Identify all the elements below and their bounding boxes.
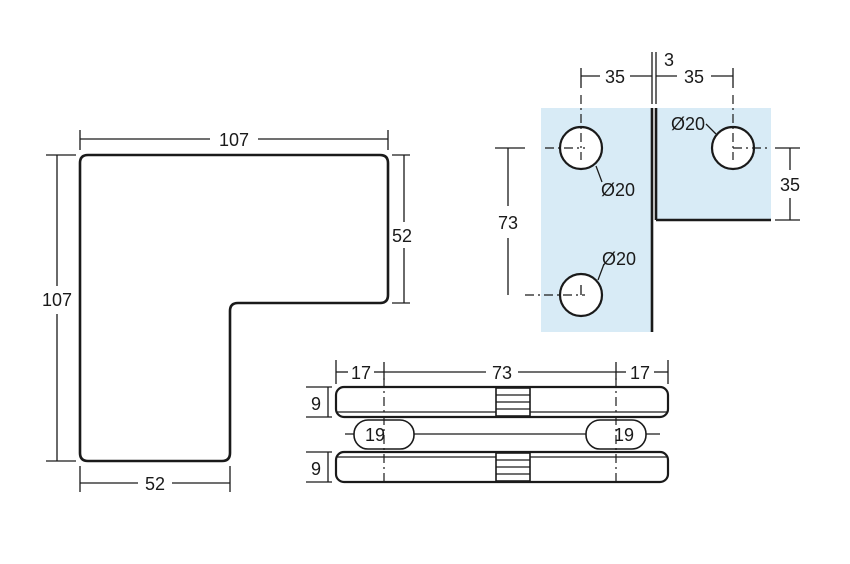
dim-right-offset: 35 <box>684 67 704 87</box>
dim-hole-spacing: 73 <box>498 213 518 233</box>
dim-hole-dia-right: Ø20 <box>671 114 705 134</box>
right-glass-panel <box>656 108 771 220</box>
glass-view: 35 35 3 73 35 Ø20 Ø20 Ø20 <box>495 50 800 332</box>
plan-view: 107 107 52 52 <box>42 130 412 494</box>
dim-gasket-left: 19 <box>365 425 385 445</box>
dim-right-hole-height: 35 <box>780 175 800 195</box>
dim-hole-dia-bottom-left: Ø20 <box>602 249 636 269</box>
dim-center: 73 <box>492 363 512 383</box>
side-view: 17 73 17 9 9 19 19 <box>306 360 670 484</box>
dim-hole-dia-top-left: Ø20 <box>601 180 635 200</box>
dim-left-offset: 35 <box>605 67 625 87</box>
dim-end-right: 17 <box>630 363 650 383</box>
dim-overall-height: 107 <box>42 290 72 310</box>
dim-bottom-leg-width: 52 <box>145 474 165 494</box>
dim-gap: 3 <box>664 50 674 70</box>
dim-plate-top-thickness: 9 <box>311 394 321 414</box>
l-shape-outline <box>78 153 390 463</box>
dim-overall-width: 107 <box>219 130 249 150</box>
dim-gasket-right: 19 <box>614 425 634 445</box>
dim-top-leg-height: 52 <box>392 226 412 246</box>
dim-end-left: 17 <box>351 363 371 383</box>
dim-plate-bottom-thickness: 9 <box>311 459 321 479</box>
